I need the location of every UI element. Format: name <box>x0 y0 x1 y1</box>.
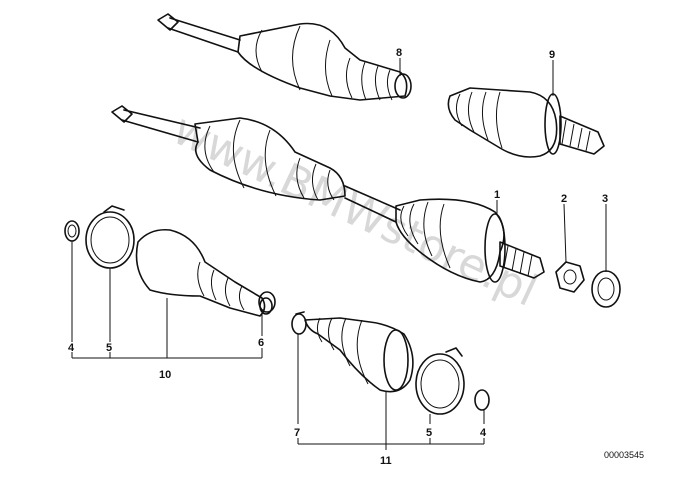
circlip-4-left <box>64 220 80 242</box>
callout-6: 6 <box>258 337 264 349</box>
callout-5-left: 5 <box>106 342 112 354</box>
callout-11: 11 <box>380 455 392 467</box>
clamp-6 <box>258 291 276 313</box>
callout-10: 10 <box>159 369 171 381</box>
nut-2 <box>555 261 585 293</box>
washer-3 <box>591 270 621 308</box>
drive-shaft-main <box>111 105 545 283</box>
boot-9 <box>447 87 605 158</box>
watermark: www.BMWstore.pl <box>165 104 545 317</box>
boot-11 <box>304 317 414 393</box>
leader-lines <box>71 58 607 450</box>
clamp-5-left <box>85 205 135 269</box>
callout-2: 2 <box>561 193 567 205</box>
callout-5-right: 5 <box>426 427 432 439</box>
drive-shaft-upper <box>157 13 412 101</box>
clamp-5-right <box>415 347 465 415</box>
callout-8: 8 <box>396 47 402 59</box>
callout-1: 1 <box>494 189 500 201</box>
callout-3: 3 <box>602 193 608 205</box>
boot-10 <box>135 228 273 317</box>
callout-4-right: 4 <box>480 427 487 439</box>
circlip-4-right <box>474 389 490 411</box>
callout-9: 9 <box>549 49 555 61</box>
callout-7: 7 <box>294 427 300 439</box>
reference-number: 00003545 <box>604 450 644 460</box>
callout-4-left: 4 <box>68 342 75 354</box>
clamp-7 <box>291 311 307 335</box>
callouts: 8 9 1 2 3 4 5 6 10 7 5 4 11 <box>68 47 608 467</box>
